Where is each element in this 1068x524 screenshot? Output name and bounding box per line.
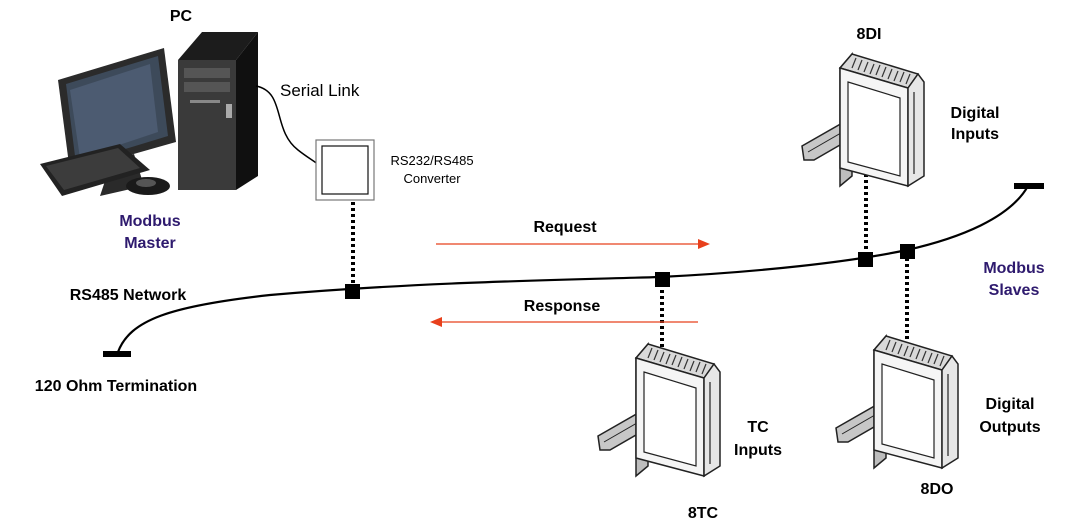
slaves-label-line1: Modbus: [983, 260, 1044, 277]
module-8do-desc-line2: Outputs: [979, 419, 1040, 436]
pc-role-line2: Master: [124, 235, 176, 252]
network-label: RS485 Network: [70, 287, 187, 304]
module-8do-name: 8DO: [921, 481, 954, 498]
module-8do-desc-line1: Digital: [986, 396, 1035, 413]
network-nodes: [345, 244, 915, 299]
request-label: Request: [533, 219, 597, 236]
serial-link-cable: [255, 85, 321, 167]
serial-link-label: Serial Link: [280, 81, 360, 100]
converter-box: [315, 139, 375, 201]
termination-left: [103, 351, 131, 357]
module-8do-icon: [835, 335, 959, 469]
converter-label-line1: RS232/RS485: [390, 153, 473, 168]
response-label: Response: [524, 298, 601, 315]
module-8tc-desc-line2: Inputs: [734, 442, 782, 459]
computer-icon: [40, 32, 258, 196]
module-8di-desc-line2: Inputs: [951, 126, 999, 143]
pc-role-line1: Modbus: [119, 213, 180, 230]
module-8di-desc-line1: Digital: [951, 105, 1000, 122]
pc-title: PC: [170, 8, 193, 25]
module-8di-name: 8DI: [857, 26, 882, 43]
termination-right: [1014, 183, 1044, 189]
module-8tc-desc-line1: TC: [747, 419, 769, 436]
converter-label-line2: Converter: [403, 171, 461, 186]
termination-label: 120 Ohm Termination: [35, 378, 197, 395]
slaves-label-line2: Slaves: [989, 282, 1040, 299]
module-8tc-icon: [597, 343, 721, 477]
module-8tc-name: 8TC: [688, 505, 719, 522]
module-8di-icon: [801, 53, 925, 187]
rs485-network-line: [116, 185, 1029, 353]
drop-lines: [351, 156, 909, 362]
